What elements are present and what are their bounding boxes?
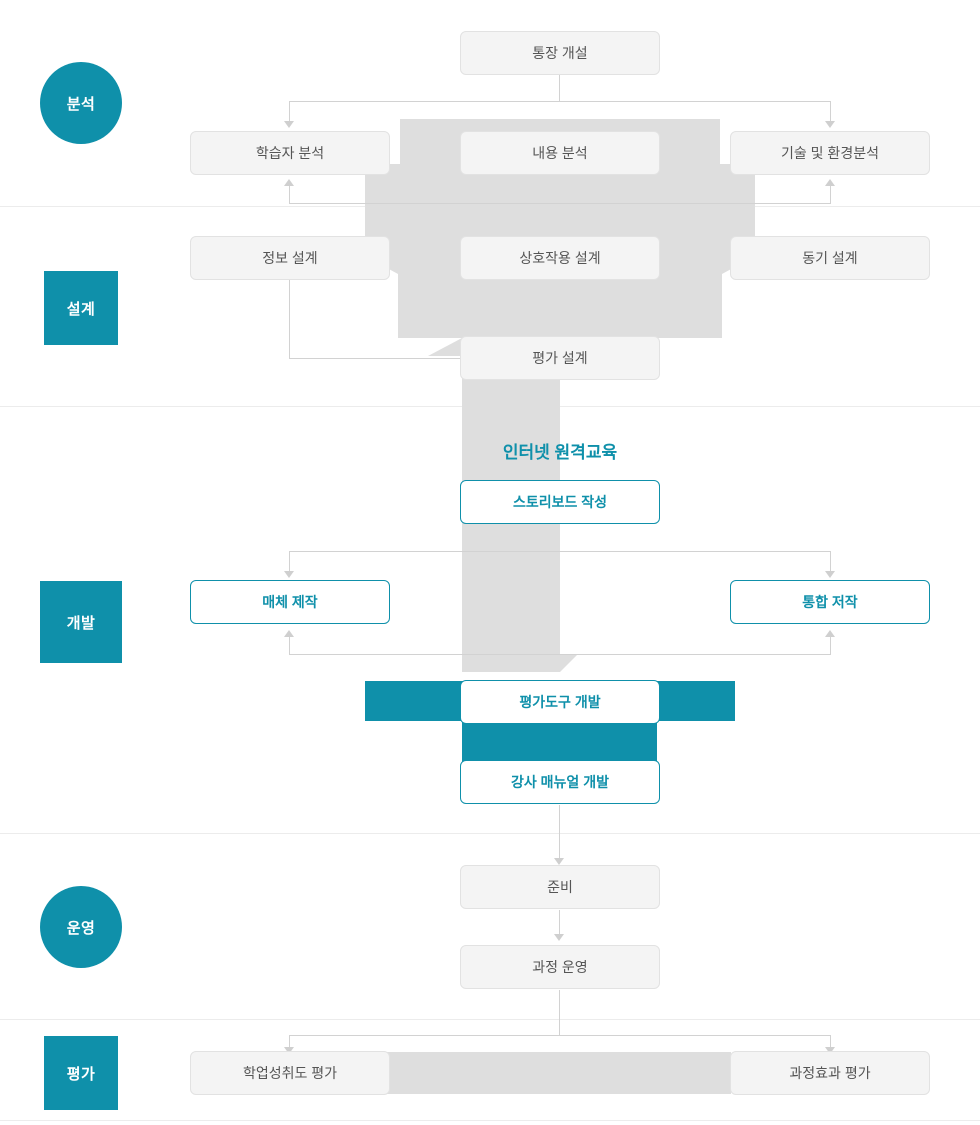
connector-drop-authoring [830,551,831,572]
node-label-tech-env-analysis: 기술 및 환경분석 [781,144,879,161]
node-instructor-manual-dev[interactable]: 강사 매뉴얼 개발 [460,760,660,804]
arrow-down-operation [554,934,564,941]
arrow-down-tech [825,121,835,128]
arrow-up-tech [825,179,835,186]
flow-band-gray-evaluation [366,1052,731,1094]
arrow-down-course-effect [825,1047,835,1054]
node-label-instructor-manual-dev: 강사 매뉴얼 개발 [511,773,609,790]
node-label-interaction-design: 상호작용 설계 [519,249,601,266]
node-label-account-open: 통장 개설 [532,44,588,61]
node-label-assessment-tool-dev: 평가도구 개발 [519,693,601,710]
connector-info-design-down [289,280,290,358]
node-label-course-effect-eval: 과정효과 평가 [789,1064,871,1081]
node-label-learner-analysis: 학습자 분석 [255,144,325,161]
node-label-info-design: 정보 설계 [262,249,318,266]
node-preparation[interactable]: 준비 [460,865,660,909]
node-label-storyboard: 스토리보드 작성 [512,493,608,510]
row-divider-develop [0,833,980,834]
arrow-down-learner [284,121,294,128]
node-motivation-design[interactable]: 동기 설계 [730,236,930,280]
node-integrated-authoring[interactable]: 통합 저작 [730,580,930,624]
node-label-integrated-authoring: 통합 저작 [802,593,858,610]
connector-return-right [560,203,831,204]
arrow-down-authoring [825,571,835,578]
node-info-design[interactable]: 정보 설계 [190,236,390,280]
phase-badge-analysis[interactable]: 분석 [40,62,122,144]
connector-drop-course-effect [830,1035,831,1049]
connector-develop-split [289,551,830,552]
arrow-up-learner [284,179,294,186]
flow-band-teal-column [462,721,657,763]
arrow-up-authoring [825,630,835,637]
phase-label-analysis: 분석 [66,95,96,113]
connector-drop-achievement [289,1035,290,1049]
connector-return-authoring-stem [830,637,831,655]
node-course-operation[interactable]: 과정 운영 [460,945,660,989]
connector-operation-down [559,990,560,1035]
node-storyboard[interactable]: 스토리보드 작성 [460,480,660,524]
node-label-motivation-design: 동기 설계 [802,249,858,266]
flow-band-gray-wide-1 [365,181,755,238]
connector-return-media-stem [289,637,290,655]
connector-prep-to-operation [559,910,560,935]
arrow-down-preparation [554,858,564,865]
connector-drop-tech [830,101,831,122]
node-evaluation-design[interactable]: 평가 설계 [460,336,660,380]
phase-badge-evaluate[interactable]: 평가 [44,1036,118,1110]
connector-drop-media [289,551,290,572]
phase-badge-develop[interactable]: 개발 [40,581,122,663]
node-label-course-operation: 과정 운영 [532,958,588,975]
flow-band-arrow-tip [560,654,578,672]
arrow-up-media [284,630,294,637]
node-learner-analysis[interactable]: 학습자 분석 [190,131,390,175]
arrow-down-media [284,571,294,578]
connector-develop-return [289,654,830,655]
highlight-caption: 인터넷 원격교육 [502,443,618,462]
connector-analysis-split [289,101,830,102]
node-assessment-tool-dev[interactable]: 평가도구 개발 [460,680,660,724]
row-divider-operate [0,1019,980,1020]
connector-manual-to-prep [559,805,560,859]
connector-info-design-across [289,358,464,359]
connector-evaluation-split [289,1035,830,1036]
phase-badge-design[interactable]: 설계 [44,271,118,345]
node-course-effect-eval[interactable]: 과정효과 평가 [730,1051,930,1095]
connector-return-left-stem [289,186,290,204]
flow-band-notch-evaluation-design [428,338,462,356]
node-account-open[interactable]: 통장 개설 [460,31,660,75]
node-media-production[interactable]: 매체 제작 [190,580,390,624]
node-achievement-eval[interactable]: 학업성취도 평가 [190,1051,390,1095]
node-label-evaluation-design: 평가 설계 [532,349,588,366]
phase-label-design: 설계 [66,300,96,318]
phase-label-operate: 운영 [66,919,96,937]
arrow-down-achievement [284,1047,294,1054]
node-label-achievement-eval: 학업성취도 평가 [242,1064,338,1081]
node-tech-env-analysis[interactable]: 기술 및 환경분석 [730,131,930,175]
node-label-media-production: 매체 제작 [262,593,318,610]
row-divider-evaluate [0,1120,980,1121]
connector-drop-learner [289,101,290,122]
phase-badge-operate[interactable]: 운영 [40,886,122,968]
node-label-preparation: 준비 [547,878,573,895]
phase-label-evaluate: 평가 [66,1065,96,1083]
node-label-content-analysis: 내용 분석 [532,144,588,161]
node-content-analysis[interactable]: 내용 분석 [460,131,660,175]
node-interaction-design[interactable]: 상호작용 설계 [460,236,660,280]
connector-account-to-split [559,75,560,102]
phase-label-develop: 개발 [66,614,96,632]
connector-return-right-stem [830,186,831,204]
connector-return-left [289,203,560,204]
